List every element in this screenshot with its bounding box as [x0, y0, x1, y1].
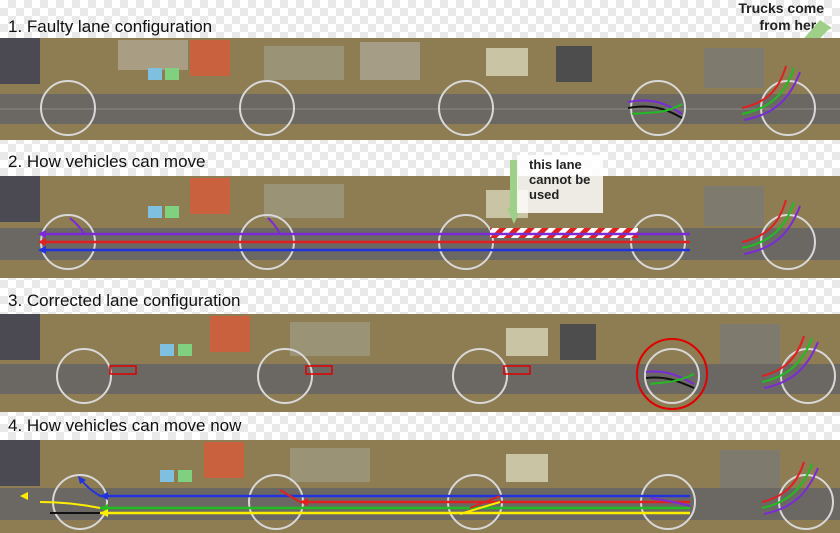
lane-callout-line2: cannot be [529, 172, 591, 187]
lane-callout-line3: used [529, 187, 560, 202]
trucks-callout: Trucks come from here [738, 0, 824, 34]
map-strip-corrected [0, 314, 840, 412]
section-title-faulty: 1. Faulty lane configuration [8, 17, 213, 36]
section-title-move-now: 4. How vehicles can move now [8, 416, 242, 435]
section-title-corrected: 3. Corrected lane configuration [8, 291, 241, 310]
trucks-callout-line1: Trucks come [738, 0, 824, 16]
map-strip-move-now [0, 440, 840, 533]
section-title-how-move: 2. How vehicles can move [8, 152, 206, 171]
map-strip-faulty [0, 38, 840, 140]
lane-callout: this lane cannot be used [517, 155, 603, 213]
lane-callout-line1: this lane [529, 157, 582, 172]
trucks-callout-line2: from here [759, 17, 824, 33]
map-strip-how-move [0, 176, 840, 278]
